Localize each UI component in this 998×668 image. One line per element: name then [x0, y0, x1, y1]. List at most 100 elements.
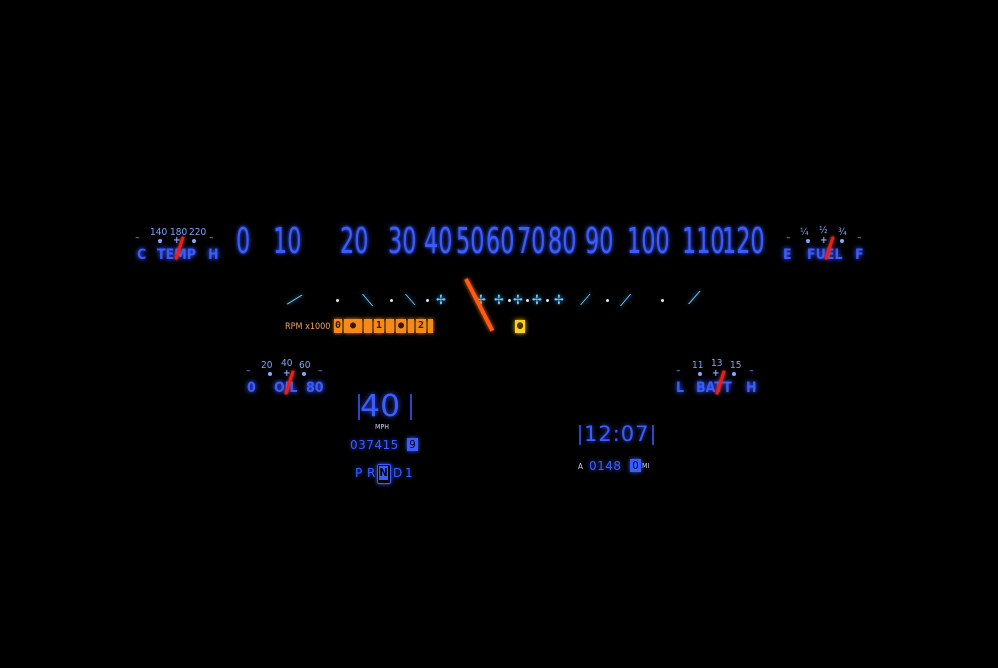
- tach-dot: [661, 299, 664, 302]
- rpm-cell: [408, 319, 414, 333]
- clock-frame: [579, 425, 654, 445]
- fuel-tick-half: ½: [819, 225, 828, 236]
- batt-tick-15: 15: [730, 360, 742, 371]
- gear-n-selected: N: [379, 466, 388, 480]
- oil-tick-60: 60: [299, 360, 311, 371]
- fuel-minus-mark: ⁻: [857, 235, 862, 246]
- oil-minus-mark: ⁻: [246, 368, 251, 379]
- gear-r: R: [367, 466, 376, 480]
- speed-number: 0: [236, 221, 251, 262]
- fuel-tick-three-quarter: ¾: [838, 227, 847, 238]
- tach-dot: [526, 299, 529, 302]
- batt-plus-mark: +: [712, 368, 720, 379]
- trip-prefix: A: [578, 462, 583, 471]
- gear-selected-frame: [377, 464, 391, 484]
- odometer-tenth: 9: [407, 438, 418, 451]
- batt-minus-mark: ⁻: [749, 368, 754, 379]
- rpm-label: RPM x1000: [285, 322, 331, 332]
- tach-mark-icon: ⟋: [580, 291, 591, 309]
- trip-value: 0148: [589, 459, 622, 473]
- rpm-cell-two: 2: [416, 319, 426, 333]
- digital-speed-frame: [358, 394, 412, 420]
- oil-min-label: 0: [247, 380, 256, 396]
- tach-mark-icon: ⟋: [285, 288, 304, 313]
- speed-number: 100: [627, 221, 670, 262]
- fuel-dot: [840, 239, 844, 243]
- rpm-cell: [386, 319, 394, 333]
- fuel-tick-quarter: ¼: [800, 227, 809, 238]
- rpm-cell: ●: [344, 319, 362, 333]
- tach-dot: [546, 299, 549, 302]
- rpm-cell-one: 1: [374, 319, 384, 333]
- tach-mark-icon: ✢: [554, 293, 564, 308]
- speed-needle: [464, 278, 495, 332]
- speed-number: 40: [424, 221, 453, 262]
- rpm-cell-zero: 0: [334, 319, 342, 333]
- oil-tick-40: 40: [281, 358, 293, 369]
- tach-mark-icon: ✢: [513, 293, 523, 308]
- batt-dot: [732, 372, 736, 376]
- rpm-cell: ●: [396, 319, 406, 333]
- tach-dot: [606, 299, 609, 302]
- temp-minus-mark: ⁻: [135, 235, 140, 246]
- tach-mark-icon: ✢: [436, 293, 446, 308]
- clock-time: 12:07: [584, 422, 650, 446]
- rpm-cell: [364, 319, 372, 333]
- temp-cold-label: C: [137, 247, 147, 263]
- temp-tick-140: 140: [150, 227, 168, 238]
- tach-dot: [390, 299, 393, 302]
- tach-mark-icon: ⟍: [405, 291, 416, 309]
- gear-p: P: [355, 466, 363, 480]
- batt-dot: [698, 372, 702, 376]
- fuel-dot: [806, 239, 810, 243]
- tach-mark-icon: ✢: [532, 293, 542, 308]
- batt-high-label: H: [746, 380, 757, 396]
- speed-number: 60: [486, 221, 515, 262]
- speed-number: 30: [388, 221, 417, 262]
- oil-minus-mark: ⁻: [318, 368, 323, 379]
- trip-unit: MI: [642, 462, 650, 470]
- tach-mark-icon: ⟋: [620, 291, 632, 310]
- tach-dot: [336, 299, 339, 302]
- rpm-warning-light: ●: [515, 320, 525, 333]
- speed-number: 110: [682, 221, 725, 262]
- batt-label: BATT: [696, 380, 732, 396]
- oil-plus-mark: +: [283, 368, 291, 379]
- speed-unit: MPH: [375, 423, 389, 431]
- temp-dot: [158, 239, 162, 243]
- temp-tick-220: 220: [189, 227, 207, 238]
- speed-number: 10: [273, 221, 302, 262]
- tach-dot: [426, 299, 429, 302]
- speed-number: 120: [722, 221, 765, 262]
- speed-number: 80: [548, 221, 577, 262]
- batt-minus-mark: ⁻: [676, 368, 681, 379]
- temp-minus-mark: ⁻: [209, 235, 214, 246]
- temp-tick-180: 180: [170, 227, 188, 238]
- tach-mark-icon: ⟍: [362, 291, 374, 310]
- odometer-value: 037415: [350, 438, 399, 452]
- digital-speed: 40: [360, 389, 401, 424]
- batt-tick-11: 11: [692, 360, 704, 371]
- tach-mark-icon: ⟋: [688, 288, 701, 309]
- speed-number: 20: [340, 221, 369, 262]
- rpm-cell: [428, 319, 433, 333]
- oil-max-label: 80: [306, 380, 324, 396]
- batt-low-label: L: [676, 380, 685, 396]
- trip-tenth: 0: [630, 459, 641, 472]
- tach-mark-icon: ✢: [494, 293, 504, 308]
- tach-dot: [508, 299, 511, 302]
- temp-plus-mark: +: [173, 235, 181, 246]
- oil-dot: [268, 372, 272, 376]
- fuel-minus-mark: ⁻: [786, 235, 791, 246]
- speed-number: 90: [585, 221, 614, 262]
- batt-tick-13: 13: [711, 358, 723, 369]
- oil-dot: [302, 372, 306, 376]
- tach-mark-icon: ✢: [476, 293, 486, 308]
- fuel-empty-label: E: [783, 247, 792, 263]
- temp-dot: [192, 239, 196, 243]
- oil-tick-20: 20: [261, 360, 273, 371]
- fuel-full-label: F: [855, 247, 864, 263]
- gear-1: 1: [405, 466, 413, 480]
- speed-number: 50: [456, 221, 485, 262]
- speed-number: 70: [517, 221, 546, 262]
